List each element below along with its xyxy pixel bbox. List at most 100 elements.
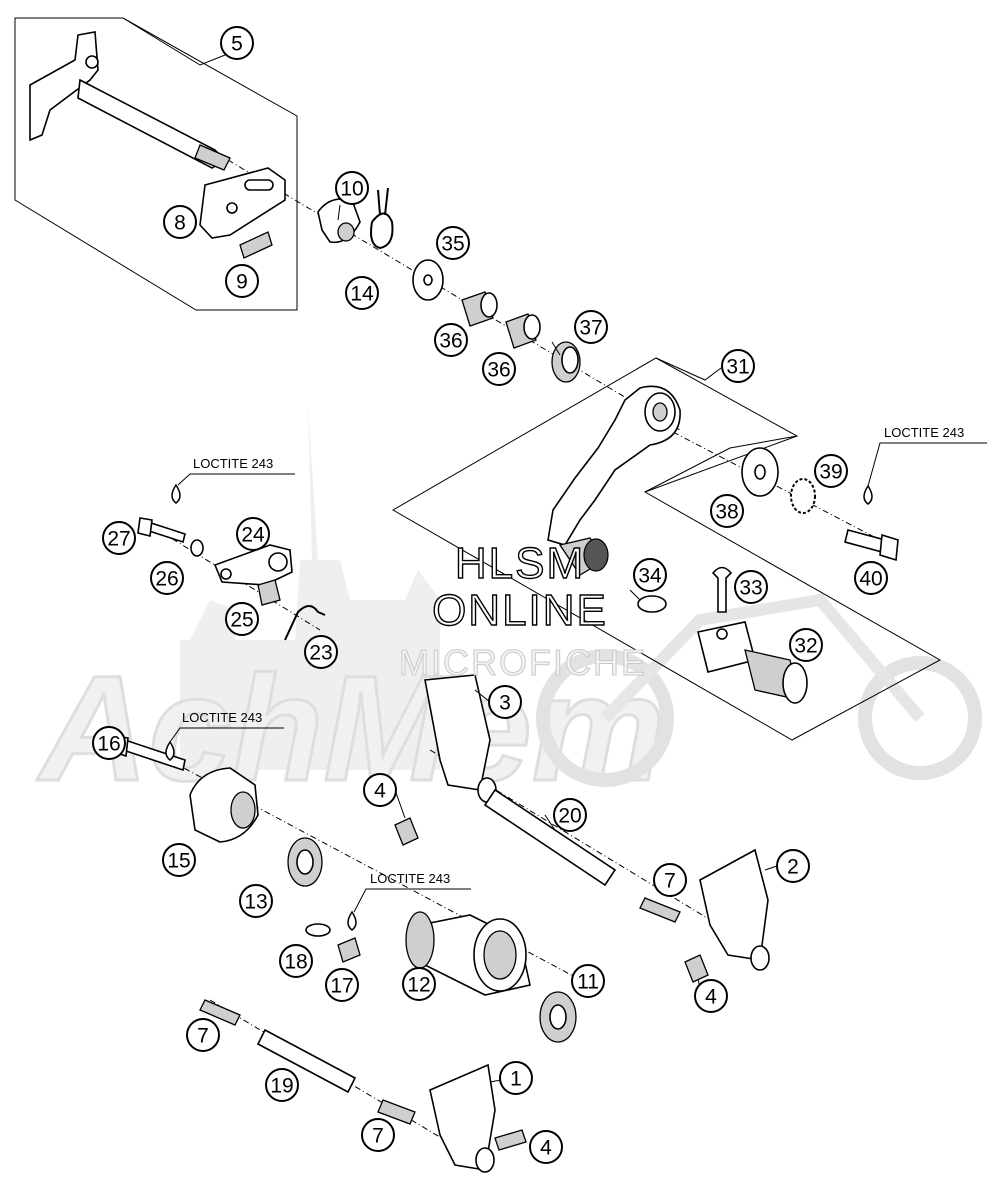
loctite-drop-3: [165, 740, 175, 761]
callout-35-label: 35: [441, 233, 464, 256]
bearing-13-bore: [296, 849, 314, 875]
callout-15-label: 15: [167, 850, 190, 873]
watermark-background: AchMem: [35, 405, 982, 814]
loctite-drop-2: [863, 484, 873, 505]
callout-35: 35: [436, 226, 470, 260]
bolt-27-head: [137, 517, 153, 537]
bearing-36a-face: [480, 292, 498, 318]
axis-fork-rail-lower: [209, 999, 471, 1156]
callout-8-label: 8: [174, 212, 186, 235]
callout-26-label: 26: [155, 568, 178, 591]
callout-32-label: 32: [794, 635, 817, 658]
callout-32: 32: [789, 628, 823, 662]
callout-20: 20: [553, 798, 587, 832]
callout-7c: 7: [361, 1118, 395, 1152]
bolt-40-head: [879, 533, 899, 562]
watermark-line-2: ONLINE: [432, 586, 608, 635]
bolt-40-part: [844, 529, 886, 553]
shift-peg-32-part: [697, 621, 808, 704]
callout-20-label: 20: [558, 805, 581, 828]
callout-31: 31: [721, 349, 755, 383]
spring-9-part: [239, 231, 273, 259]
callout-34: 34: [633, 558, 667, 592]
plate-hole: [226, 202, 238, 214]
callout-40: 40: [854, 561, 888, 595]
callout-38: 38: [710, 494, 744, 528]
washer-35-hole: [423, 274, 433, 286]
callout-1: 1: [499, 1061, 533, 1095]
watermark-line-3: MICROFICHE: [399, 642, 647, 683]
loctite-drop-4: [347, 910, 357, 931]
callout-8: 8: [163, 205, 197, 239]
callout-37-label: 37: [579, 317, 602, 340]
callout-36a: 36: [434, 323, 468, 357]
spring-23-part: [284, 605, 326, 641]
shift-drum-locator-15-part: [189, 767, 259, 843]
callout-9: 9: [225, 264, 259, 298]
loctite-label-3: LOCTITE 243: [169, 710, 284, 743]
seal-37-inner: [561, 346, 579, 374]
part-34-ring: [637, 595, 667, 613]
callout-38-label: 38: [715, 501, 738, 524]
spring-7b-part: [639, 897, 681, 923]
spring-7a-part: [199, 999, 241, 1026]
washer-26-part: [190, 539, 204, 557]
callout-18: 18: [279, 944, 313, 978]
callout-3-label: 3: [499, 692, 511, 715]
fork-rail-19-part: [256, 1028, 357, 1094]
watermark-line-1: HLSM: [455, 539, 585, 588]
shift-shaft-group-box: [14, 17, 298, 311]
callout-7b-label: 7: [664, 870, 676, 893]
spring-7c-part: [377, 1099, 416, 1125]
roller-4c-part: [494, 1129, 527, 1151]
roller-4a-part: [394, 817, 419, 846]
callout-31-label: 31: [726, 356, 749, 379]
bearing-36b-face: [523, 314, 541, 340]
loctite-drop-1: [171, 483, 181, 504]
callout-17: 17: [325, 968, 359, 1002]
callout-3: 3: [488, 685, 522, 719]
spring-clip-14-part: [370, 187, 394, 250]
callout-25-label: 25: [230, 609, 253, 632]
callout-36b-label: 36: [487, 359, 510, 382]
callout-23: 23: [304, 635, 338, 669]
callout-4a: 4: [363, 773, 397, 807]
part-10-bushing: [337, 222, 355, 242]
callout-27: 27: [102, 521, 136, 555]
axis-fork-rail-upper: [429, 749, 761, 951]
callout-9-label: 9: [236, 271, 248, 294]
callout-40-label: 40: [859, 568, 882, 591]
callout-4b: 4: [694, 979, 728, 1013]
callout-13-label: 13: [244, 891, 267, 914]
callout-11: 11: [571, 964, 605, 998]
callout-39: 39: [814, 454, 848, 488]
lock-washer-39-part: [790, 478, 816, 514]
leader-lines: [122, 17, 778, 1083]
callout-18-label: 18: [284, 951, 307, 974]
callout-13: 13: [239, 884, 273, 918]
roller-4b-part: [684, 954, 709, 983]
callout-19-label: 19: [270, 1075, 293, 1098]
callout-39-label: 39: [819, 461, 842, 484]
callout-24-label: 24: [241, 524, 265, 547]
callout-24: 24: [236, 517, 270, 551]
axis-lever-bolt: [649, 419, 881, 541]
callout-26: 26: [150, 561, 184, 595]
callout-1-label: 1: [510, 1068, 522, 1091]
axis-shift-shaft: [227, 159, 681, 431]
loctite-label-2: LOCTITE 243: [867, 425, 987, 487]
plate-slot: [244, 179, 274, 191]
shift-fork-1-part: [429, 1063, 496, 1173]
callout-16: 16: [92, 726, 126, 760]
callout-7c-label: 7: [372, 1125, 384, 1148]
loctite-label-4: LOCTITE 243: [353, 871, 471, 913]
callout-4b-label: 4: [705, 986, 717, 1009]
shift-fork-2-part: [699, 848, 770, 971]
callout-14-label: 14: [350, 283, 374, 306]
callout-17-label: 17: [330, 975, 353, 998]
callout-36b: 36: [482, 352, 516, 386]
callout-27-label: 27: [107, 528, 130, 551]
callout-23-label: 23: [309, 642, 332, 665]
callout-10: 10: [335, 171, 369, 205]
callout-4c-label: 4: [540, 1137, 552, 1160]
